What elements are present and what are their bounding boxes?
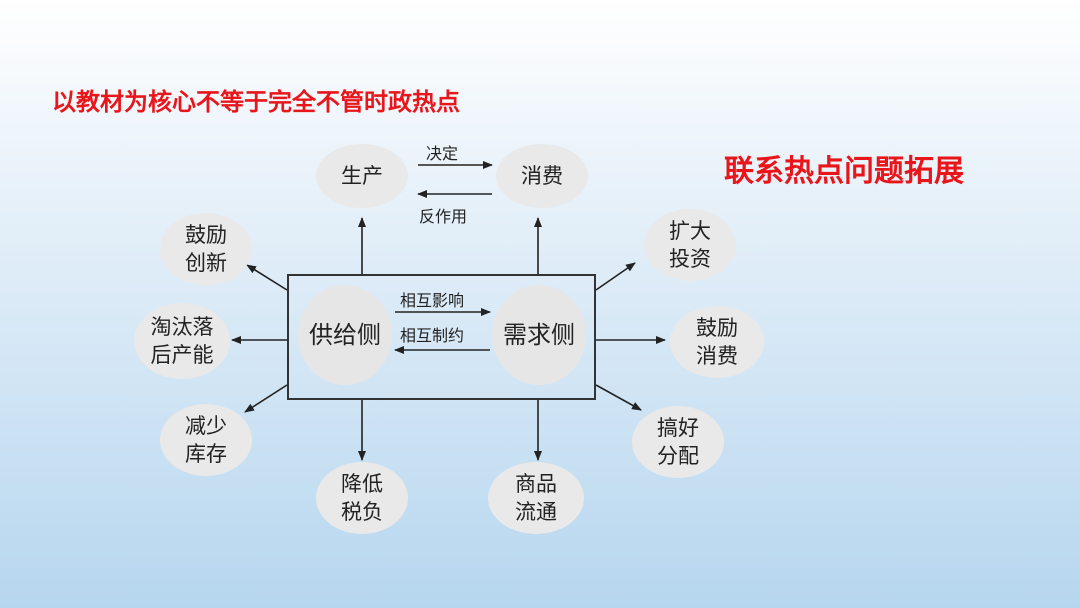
node-production: 生产 [316,144,408,208]
node-commodity-circulation: 商品 流通 [488,462,584,534]
supply-demand-box [287,274,596,400]
arrow-to-expand-investment [595,262,636,291]
side-title: 联系热点问题拓展 [724,154,964,189]
node-supply-side: 供给侧 [298,285,392,385]
edge-label-mutual-influence: 相互影响 [400,291,465,310]
node-demand-side: 需求侧 [492,285,586,385]
node-encourage-consumption: 鼓励 消费 [670,306,764,378]
arrow-to-reduce-inventory [244,384,288,413]
node-good-distribution: 搞好 分配 [632,406,724,478]
node-reduce-inventory: 减少 库存 [160,404,252,476]
edge-label-decides: 决定 [426,144,459,163]
edge-label-mutual-constraint: 相互制约 [400,326,465,345]
node-eliminate-capacity: 淘汰落 后产能 [134,303,230,379]
headline: 以教材为核心不等于完全不管时政热点 [52,88,460,116]
node-expand-investment: 扩大 投资 [644,209,736,281]
node-encourage-innovation: 鼓励 创新 [160,213,252,285]
node-reduce-tax: 降低 税负 [316,462,408,534]
arrow-to-good-distribution [595,384,642,411]
node-consumption: 消费 [496,144,588,208]
edge-label-reacts: 反作用 [419,207,468,226]
arrow-to-encourage-innovation [246,264,288,291]
